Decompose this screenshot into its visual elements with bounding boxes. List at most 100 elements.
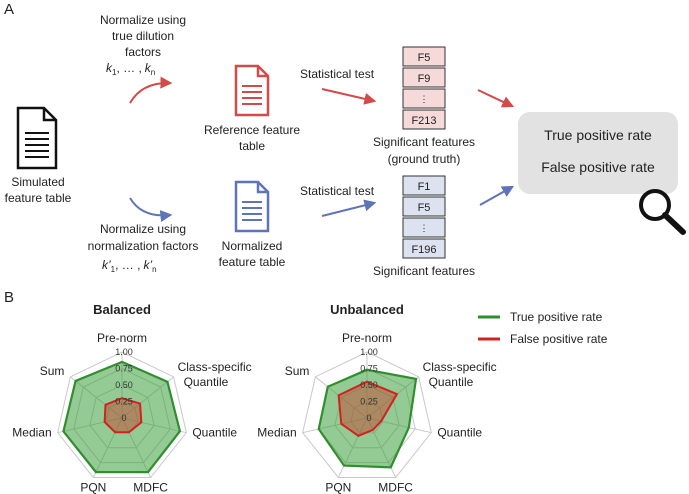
metrics-box (518, 112, 678, 194)
k-dots: , … , (116, 61, 141, 75)
normalize-true-line1: Normalize using (100, 13, 186, 27)
bottom-feature-text: F5 (418, 202, 431, 214)
radar-point (337, 394, 340, 397)
radar-axis-label: Sum (285, 364, 310, 378)
k-sub1: 1 (112, 68, 117, 77)
legend-tpr-label: True positive rate (510, 310, 603, 324)
radar-title: Balanced (93, 302, 151, 317)
radar-title: Unbalanced (330, 302, 404, 317)
top-feature-text: F9 (418, 73, 431, 85)
kp-symbol-2: k’ (143, 258, 152, 272)
bottom-feature-list: F1 F5 ⋮ F196 (402, 175, 446, 259)
bottom-feature-cell (402, 175, 446, 196)
metrics-arrow-red (477, 89, 515, 108)
radar-point (114, 431, 116, 434)
radar-point (371, 429, 374, 431)
radar-point (121, 397, 123, 400)
radar-point (95, 471, 97, 473)
stat-test-top: Statistical test (300, 67, 375, 81)
normalize-norm-line1: Normalize using (100, 222, 186, 236)
bottom-feature-text: F196 (411, 244, 436, 256)
radar-point (128, 431, 130, 434)
normalize-norm-line2: normalization factors (88, 239, 199, 253)
kp-sub1: 1 (111, 265, 116, 274)
curved-arrow-red (129, 76, 173, 104)
radar-chart-balanced: Balanced1.000.750.500.250Pre-normClass-s… (12, 302, 251, 494)
radar-point (366, 380, 368, 383)
radar-tick-label: 0.50 (115, 380, 133, 390)
radar-axis-label: Pre-norm (342, 331, 392, 345)
radar-tick-label: 0.50 (360, 380, 378, 390)
magnifier-icon (639, 189, 686, 235)
kp-dots: , … , (115, 258, 140, 272)
radar-series-fpr (103, 397, 143, 434)
radar-axis-label: Quantile (429, 375, 474, 389)
radar-point (166, 380, 169, 383)
radar-point (140, 421, 143, 424)
radar-point (147, 471, 149, 473)
radar-point (103, 421, 106, 423)
reference-table-line1: Reference feature (204, 123, 300, 137)
radar-axis-label: MDFC (133, 480, 168, 494)
radar-series-fpr (337, 380, 399, 437)
stat-arrow-red (321, 88, 377, 105)
radar-point (396, 393, 398, 395)
radar-point (340, 423, 343, 425)
bottom-feature-text: ⋮ (420, 223, 429, 233)
k-subn: n (151, 68, 155, 77)
top-feature-cell (402, 88, 446, 109)
metrics-false-positive: False positive rate (541, 159, 655, 175)
bottom-features-caption: Significant features (373, 264, 475, 278)
simulated-table-line1: Simulated (11, 175, 64, 189)
curved-arrow-blue (129, 197, 173, 222)
panel-b-label: B (4, 289, 14, 306)
top-features-caption-line2: (ground truth) (388, 152, 461, 166)
radar-series-tpr (62, 360, 182, 474)
radar-point (121, 361, 123, 363)
top-feature-list: F5 F9 ⋮ F213 (402, 46, 446, 130)
radar-axis-label: Median (12, 426, 51, 440)
radar-point (326, 385, 329, 388)
panel-a-label: A (4, 1, 14, 18)
bottom-feature-cell (402, 217, 446, 238)
radar-tick-label: 0 (366, 413, 371, 423)
radar-point (389, 466, 392, 469)
top-feature-text: ⋮ (420, 94, 429, 104)
radar-axis-label: Class-specific (178, 360, 252, 374)
kp-subn: n (152, 265, 156, 274)
radar-axis-label: Quantile (184, 375, 229, 389)
radar-grid-ring (302, 351, 432, 478)
normalize-norm-factors: k’1, … ,k’n (102, 258, 157, 274)
radar-point (366, 369, 368, 371)
radar-tick-label: 0 (121, 413, 126, 423)
radar-axis-label: PQN (325, 480, 351, 494)
normalize-true-factors: k1, … ,kn (106, 61, 155, 77)
normalized-table-line1: Normalized (222, 239, 283, 253)
radar-point (62, 430, 65, 433)
metrics-arrow-blue (479, 185, 515, 206)
top-feature-cell (402, 46, 446, 67)
top-feature-text: F213 (411, 115, 436, 127)
normalized-table-line2: feature table (219, 255, 286, 269)
radar-point (179, 430, 181, 433)
stat-test-bottom: Statistical test (300, 184, 375, 198)
simulated-table-line2: feature table (5, 191, 72, 205)
radar-point (139, 402, 141, 405)
stat-arrow-blue (321, 199, 377, 217)
radar-tick-label: 0.25 (360, 397, 378, 407)
top-feature-text: F5 (418, 52, 431, 64)
radar-axis-label: Quantile (192, 426, 237, 440)
reference-table-line2: table (239, 139, 265, 153)
k-symbol-2: k (145, 61, 152, 75)
radar-axis-label: Quantile (437, 426, 482, 440)
k-symbol: k (106, 61, 113, 75)
radar-axis-label: Pre-norm (97, 331, 147, 345)
radar-point (357, 435, 360, 437)
radar-point (104, 404, 107, 406)
radar-axis-label: Median (257, 426, 296, 440)
radar-axis-label: PQN (80, 480, 106, 494)
metrics-true-positive: True positive rate (544, 127, 652, 143)
normalized-document-icon (234, 180, 270, 233)
radar-tick-label: 1.00 (360, 347, 378, 357)
